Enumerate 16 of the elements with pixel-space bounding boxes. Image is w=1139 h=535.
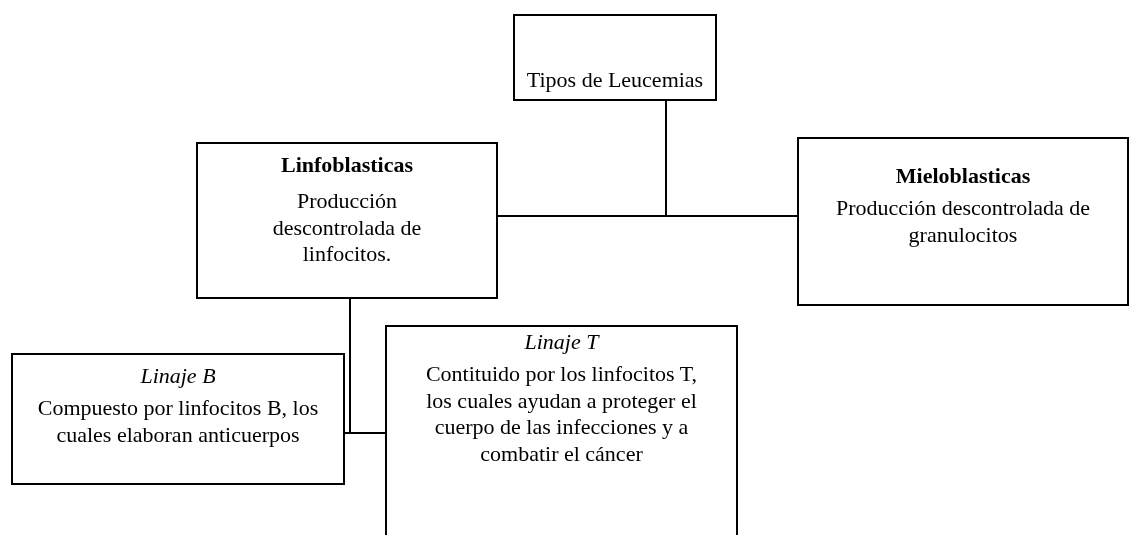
box-heading: Linaje T xyxy=(523,329,601,356)
box-text: Producción descontrolada de linfocitos. xyxy=(271,188,423,268)
connector-line xyxy=(349,298,386,434)
text-box xyxy=(513,14,717,101)
text-box xyxy=(11,353,345,485)
text-box xyxy=(196,142,498,299)
box-text: Tipos de Leucemias xyxy=(525,66,705,93)
box-heading: Linaje B xyxy=(139,363,217,390)
text-box xyxy=(797,137,1129,306)
box-heading: Linfoblasticas xyxy=(280,152,414,179)
text-box xyxy=(385,325,738,535)
box-text: Contituido por los linfocitos T, los cuales ayudan a proteger el cuerpo de las infecciones y a combatir el cáncer xyxy=(424,361,699,467)
box-heading: Mieloblasticas xyxy=(894,163,1032,190)
box-text: Compuesto por linfocitos B, los cuales elaboran anticuerpos xyxy=(36,395,320,449)
connector-line xyxy=(665,100,798,217)
box-text: Producción descontrolada de granulocitos xyxy=(834,195,1092,249)
